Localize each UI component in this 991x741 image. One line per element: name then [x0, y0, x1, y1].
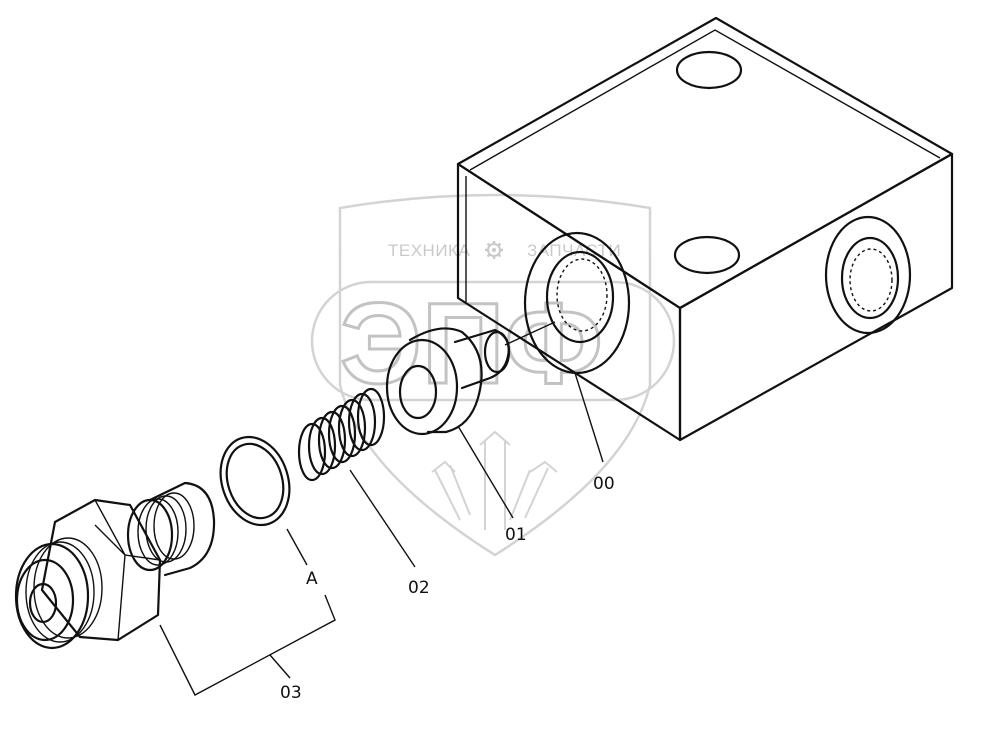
poppet-stem-tip — [483, 330, 511, 374]
watermark-right-word: ЗАПЧАСТИ — [527, 241, 621, 260]
valve-block-top-hole-front — [673, 235, 741, 275]
gear-icon — [485, 241, 503, 259]
leader-a — [286, 528, 308, 566]
callout-part-02: 02 — [408, 578, 430, 598]
valve-block-front-port-seat — [523, 231, 631, 375]
poppet-bore — [398, 364, 438, 420]
callout-part-00: 00 — [593, 474, 615, 494]
plug-hex-body — [40, 498, 162, 642]
callout-part-01: 01 — [505, 525, 527, 545]
watermark-oval-band — [310, 280, 676, 402]
valve-block-front-port-thread — [556, 258, 608, 332]
plug-hex-edges — [94, 499, 161, 641]
leader-03 — [269, 654, 291, 679]
leader-01 — [457, 425, 514, 519]
poppet-valve — [385, 321, 556, 436]
leader-03-bracket — [159, 594, 336, 696]
wheat-icon — [431, 430, 558, 530]
valve-block-top-face — [456, 16, 954, 310]
poppet-face — [385, 338, 459, 436]
valve-block-side-port — [840, 236, 900, 320]
leader-00 — [574, 372, 604, 463]
leader-02 — [349, 469, 416, 568]
plug-fitting — [14, 481, 216, 650]
valve-block-top-hole-rear — [675, 50, 743, 90]
callout-leaders — [159, 372, 604, 696]
poppet-cone — [408, 327, 483, 434]
valve-block-front-port — [545, 250, 615, 344]
plug-bore — [28, 582, 58, 624]
o-ring — [219, 435, 291, 527]
watermark-left-word: ТЕХНИКА — [388, 241, 470, 260]
valve-block-top-chamfer — [469, 29, 941, 171]
callout-part-03: 03 — [280, 683, 302, 703]
valve-block-right-face — [678, 152, 954, 442]
valve-block — [456, 16, 954, 442]
valve-block-side-port-thread — [849, 248, 893, 312]
plug-threaded-nose — [148, 481, 216, 577]
spring — [297, 387, 386, 482]
watermark-logo: ТЕХНИКА ЗАПЧАСТИ ЭПФ — [310, 193, 676, 557]
plug-front-face — [15, 558, 75, 642]
watermark-shield — [338, 193, 652, 557]
watermark-logo-letters: ЭПФ — [340, 280, 603, 408]
callout-ref-a: A — [306, 569, 318, 589]
valve-block-side-port-seat — [824, 215, 912, 335]
poppet-seat-line — [504, 321, 556, 346]
